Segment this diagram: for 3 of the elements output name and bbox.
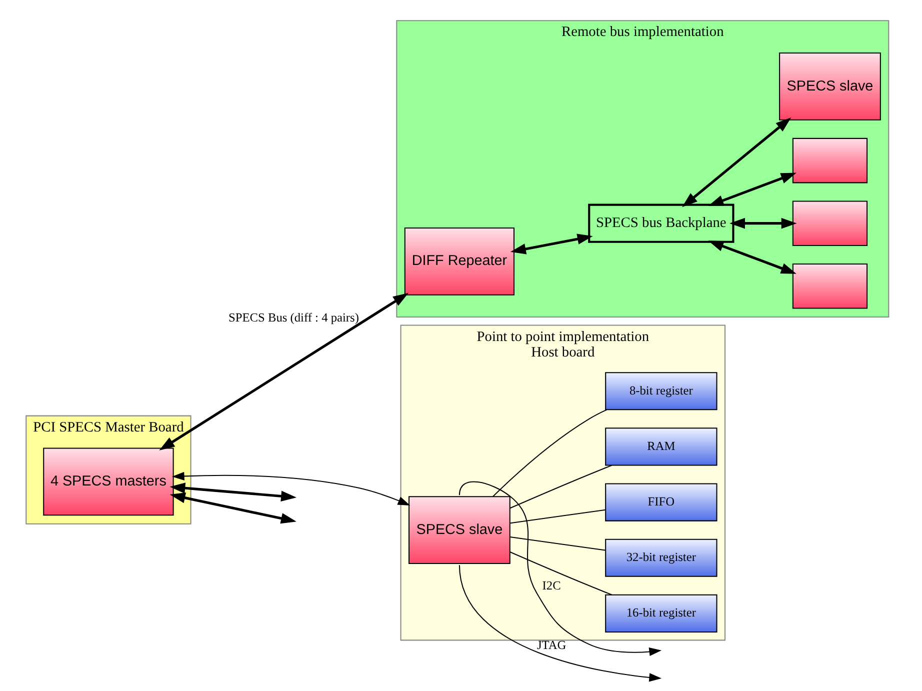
edge-label: I2C <box>542 578 560 592</box>
edge-label: SPECS Bus (diff : 4 pairs) <box>228 310 358 325</box>
edge-label: JTAG <box>536 638 566 652</box>
